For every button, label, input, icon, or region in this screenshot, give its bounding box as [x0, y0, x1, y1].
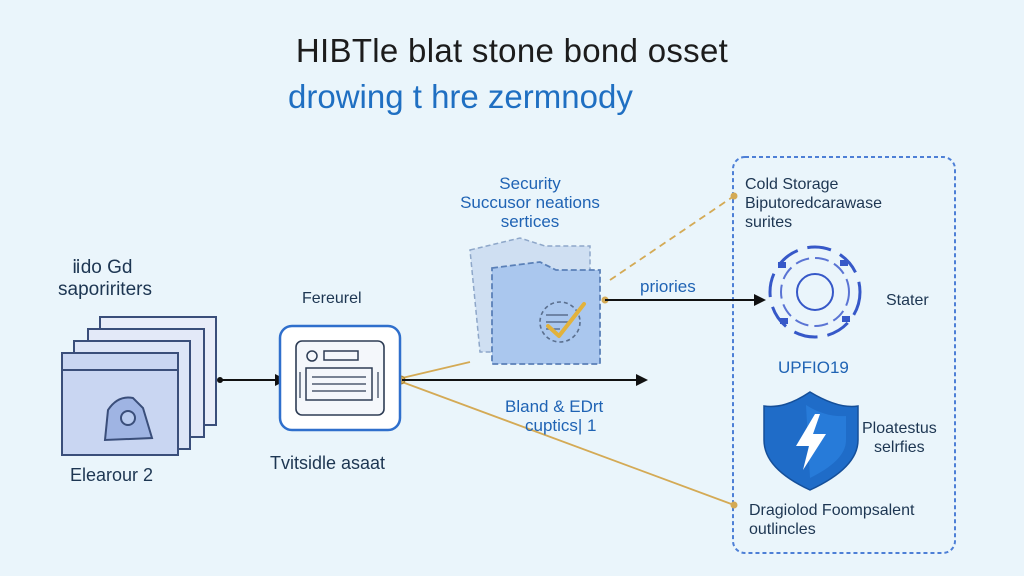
flow-arrows: [217, 294, 766, 386]
left-group-label-line1: ⅱdo Gd: [72, 257, 133, 278]
left-group-label-line2: sapoririters: [58, 279, 152, 300]
right-panel-border: [732, 156, 956, 554]
shield-label-line1: Ploatestus: [862, 420, 937, 437]
chip-device-icon: [278, 324, 402, 432]
page-title: HIBTle blat stone bond osset: [295, 32, 729, 69]
security-label-line1: Security: [499, 174, 561, 193]
cold-storage-line3: surites: [745, 214, 793, 231]
security-label-line2: Succusor neations: [460, 193, 600, 212]
security-label-line3: sertices: [500, 212, 560, 231]
folder-stack-icon: [61, 316, 217, 456]
stater-label: Stater: [886, 292, 929, 309]
shield-bolt-icon: [763, 391, 859, 491]
center-device-caption: Tvitsidle asaat: [270, 453, 386, 473]
ring-icon: [768, 245, 862, 339]
bottom-label-line1: Dragiolod Foompsalent: [749, 502, 915, 519]
left-group-caption: Elearour 2: [70, 465, 154, 485]
connector-to-cold-storage: [609, 195, 735, 281]
bland-label-line2: cuptics| 1: [525, 416, 597, 435]
arrow-left-tail: [217, 377, 223, 383]
priories-label: priories: [640, 277, 696, 296]
connector-lines: [401, 195, 735, 506]
connector-device-to-folder: [401, 361, 471, 379]
folder-check-icon: [469, 237, 601, 365]
node-cold-storage: [730, 192, 738, 200]
cold-storage-line1: Cold Storage: [745, 176, 839, 193]
connector-device-to-bottom: [401, 381, 735, 506]
center-device-label: Fereurel: [302, 290, 362, 307]
node-bottom: [730, 501, 738, 509]
bottom-label-line2: outlincles: [749, 521, 816, 538]
code-label: UPFIO19: [778, 358, 849, 377]
shield-label-line2: selrfies: [874, 439, 925, 456]
cold-storage-line2: Biputoredcarawase: [745, 195, 882, 212]
page-subtitle: drowing t hre zermnody: [288, 78, 633, 115]
arrow-device-head: [636, 374, 648, 386]
bland-label-line1: Bland & EDrt: [505, 397, 604, 416]
arrow-folder-head: [754, 294, 766, 306]
